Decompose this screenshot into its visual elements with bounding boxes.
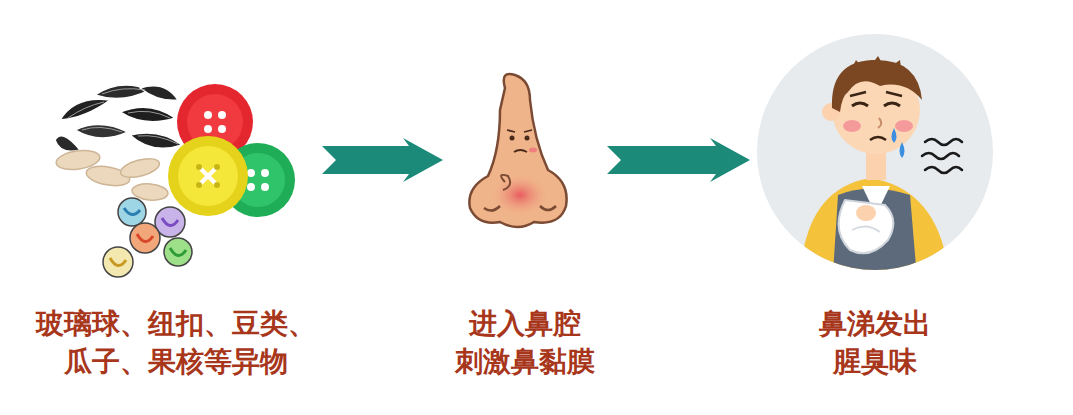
step-caption: 玻璃球、纽扣、豆类、 瓜子、果核等异物	[30, 305, 321, 381]
flow-arrow	[322, 138, 443, 182]
nose-figure	[469, 74, 566, 227]
pumpkin-seeds	[55, 148, 169, 202]
process-step: 玻璃球、纽扣、豆类、 瓜子、果核等异物	[30, 30, 320, 390]
marble-swirls	[110, 208, 186, 266]
process-step: 进入鼻腔 刺激鼻黏膜	[445, 30, 605, 390]
sunflower-seeds	[55, 85, 182, 151]
process-step: 鼻涕发出 腥臭味	[752, 30, 998, 390]
glass-marbles	[103, 198, 192, 277]
step-caption: 进入鼻腔 刺激鼻黏膜	[448, 305, 602, 381]
step-caption: 鼻涕发出 腥臭味	[811, 305, 940, 381]
buttons	[168, 84, 295, 217]
flow-arrow	[607, 138, 750, 182]
sick-boy-figure	[757, 34, 993, 290]
